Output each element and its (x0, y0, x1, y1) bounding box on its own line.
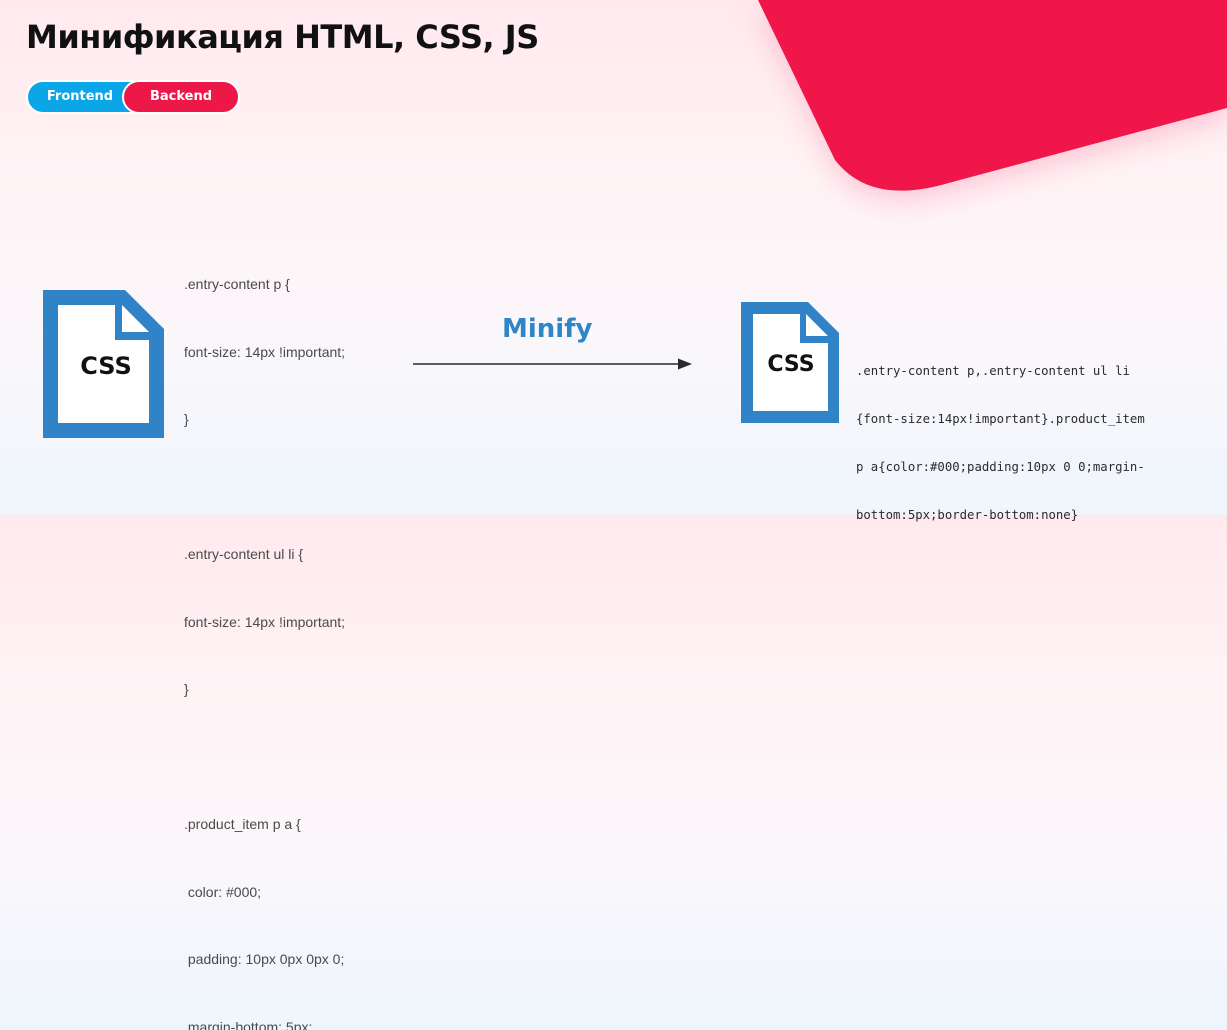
code-line: } (184, 408, 345, 431)
code-line: padding: 10px 0px 0px 0; (184, 948, 345, 971)
code-line: font-size: 14px !important; (184, 341, 345, 364)
code-line (184, 746, 345, 769)
code-line: } (184, 678, 345, 701)
code-line: margin-bottom: 5px; (184, 1016, 345, 1030)
code-line: bottom:5px;border-bottom:none} (856, 507, 1145, 523)
source-code-block: .entry-content p { font-size: 14px !impo… (184, 228, 345, 1030)
code-line: p a{color:#000;padding:10px 0 0;margin- (856, 459, 1145, 475)
code-line: .entry-content p { (184, 273, 345, 296)
minified-file-label: CSS (751, 352, 831, 377)
code-line: .product_item p a { (184, 813, 345, 836)
code-line: .entry-content p,.entry-content ul li (856, 363, 1145, 379)
code-line: color: #000; (184, 881, 345, 904)
code-line: .entry-content ul li { (184, 543, 345, 566)
source-file-label: CSS (56, 352, 156, 380)
arrow-right-icon (413, 359, 692, 370)
code-line: {font-size:14px!important}.product_item (856, 411, 1145, 427)
code-line (184, 476, 345, 499)
minify-label: Minify (502, 314, 592, 344)
minified-code-block: .entry-content p,.entry-content ul li {f… (856, 331, 1145, 539)
code-line: font-size: 14px !important; (184, 611, 345, 634)
tag-backend[interactable]: Backend (122, 80, 240, 114)
